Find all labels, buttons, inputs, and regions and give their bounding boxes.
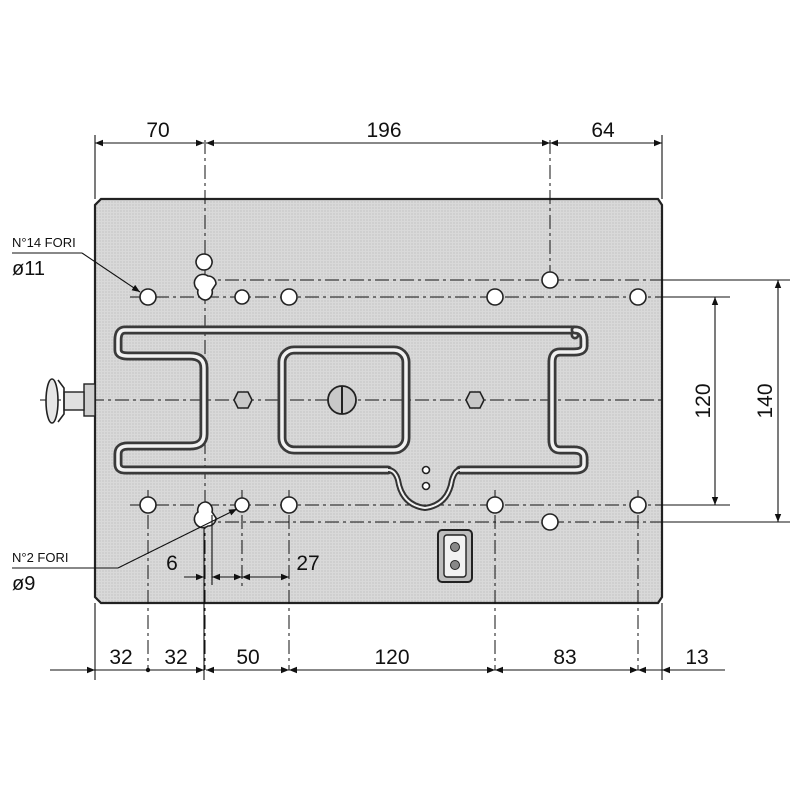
side-connector: [45, 378, 96, 424]
hex-nuts: [233, 391, 485, 409]
mounting-plate: [93, 197, 664, 605]
callout-small-diameter: ø9: [12, 573, 35, 595]
slot-block: [437, 529, 473, 583]
dim-bottom-120: 120: [374, 646, 409, 669]
hole: [541, 513, 559, 531]
dim-top-196: 196: [366, 119, 401, 142]
bottom-dimensions: 32 32 50 120 83 13: [50, 646, 725, 674]
center-bolt: [327, 385, 357, 415]
hole: [629, 288, 647, 306]
hole: [234, 497, 250, 513]
mounting-holes: [139, 253, 647, 531]
dim-bottom-50: 50: [236, 646, 259, 669]
u-channel: [113, 325, 580, 475]
callout-large-diameter: ø11: [12, 258, 45, 280]
dim-top-64: 64: [591, 119, 615, 142]
dim-bottom-32b: 32: [164, 646, 187, 669]
hole: [280, 288, 298, 306]
dim-right-140: 140: [754, 383, 777, 418]
right-channel: [455, 325, 589, 475]
hole: [629, 496, 647, 514]
dim-bottom-32a: 32: [109, 646, 132, 669]
hole: [139, 496, 157, 514]
hole: [541, 271, 559, 289]
small-dimensions: 6 27: [166, 515, 320, 585]
bottom-notch: [387, 465, 461, 512]
central-recess: [277, 345, 411, 455]
dim-bottom-83: 83: [553, 646, 576, 669]
dim-right-120: 120: [692, 383, 715, 418]
dim-top-70: 70: [146, 119, 169, 142]
double-hole-top: [193, 273, 217, 301]
callout-large-holes: N°14 FORI ø11: [12, 235, 141, 293]
dim-small-6: 6: [166, 552, 178, 575]
callout-small-count: N°2 FORI: [12, 550, 68, 565]
center-lines: [40, 140, 665, 670]
extension-lines: [94, 135, 790, 680]
right-dimensions: 120 140: [692, 280, 782, 522]
top-dimensions: 70 196 64: [95, 119, 662, 147]
callout-small-holes: N°2 FORI ø9: [12, 508, 238, 595]
callout-large-count: N°14 FORI: [12, 235, 76, 250]
hole: [139, 288, 157, 306]
hole: [486, 496, 504, 514]
hole: [486, 288, 504, 306]
hole: [234, 289, 250, 305]
hole: [280, 496, 298, 514]
dim-small-27: 27: [296, 552, 319, 575]
dim-bottom-13: 13: [685, 646, 708, 669]
